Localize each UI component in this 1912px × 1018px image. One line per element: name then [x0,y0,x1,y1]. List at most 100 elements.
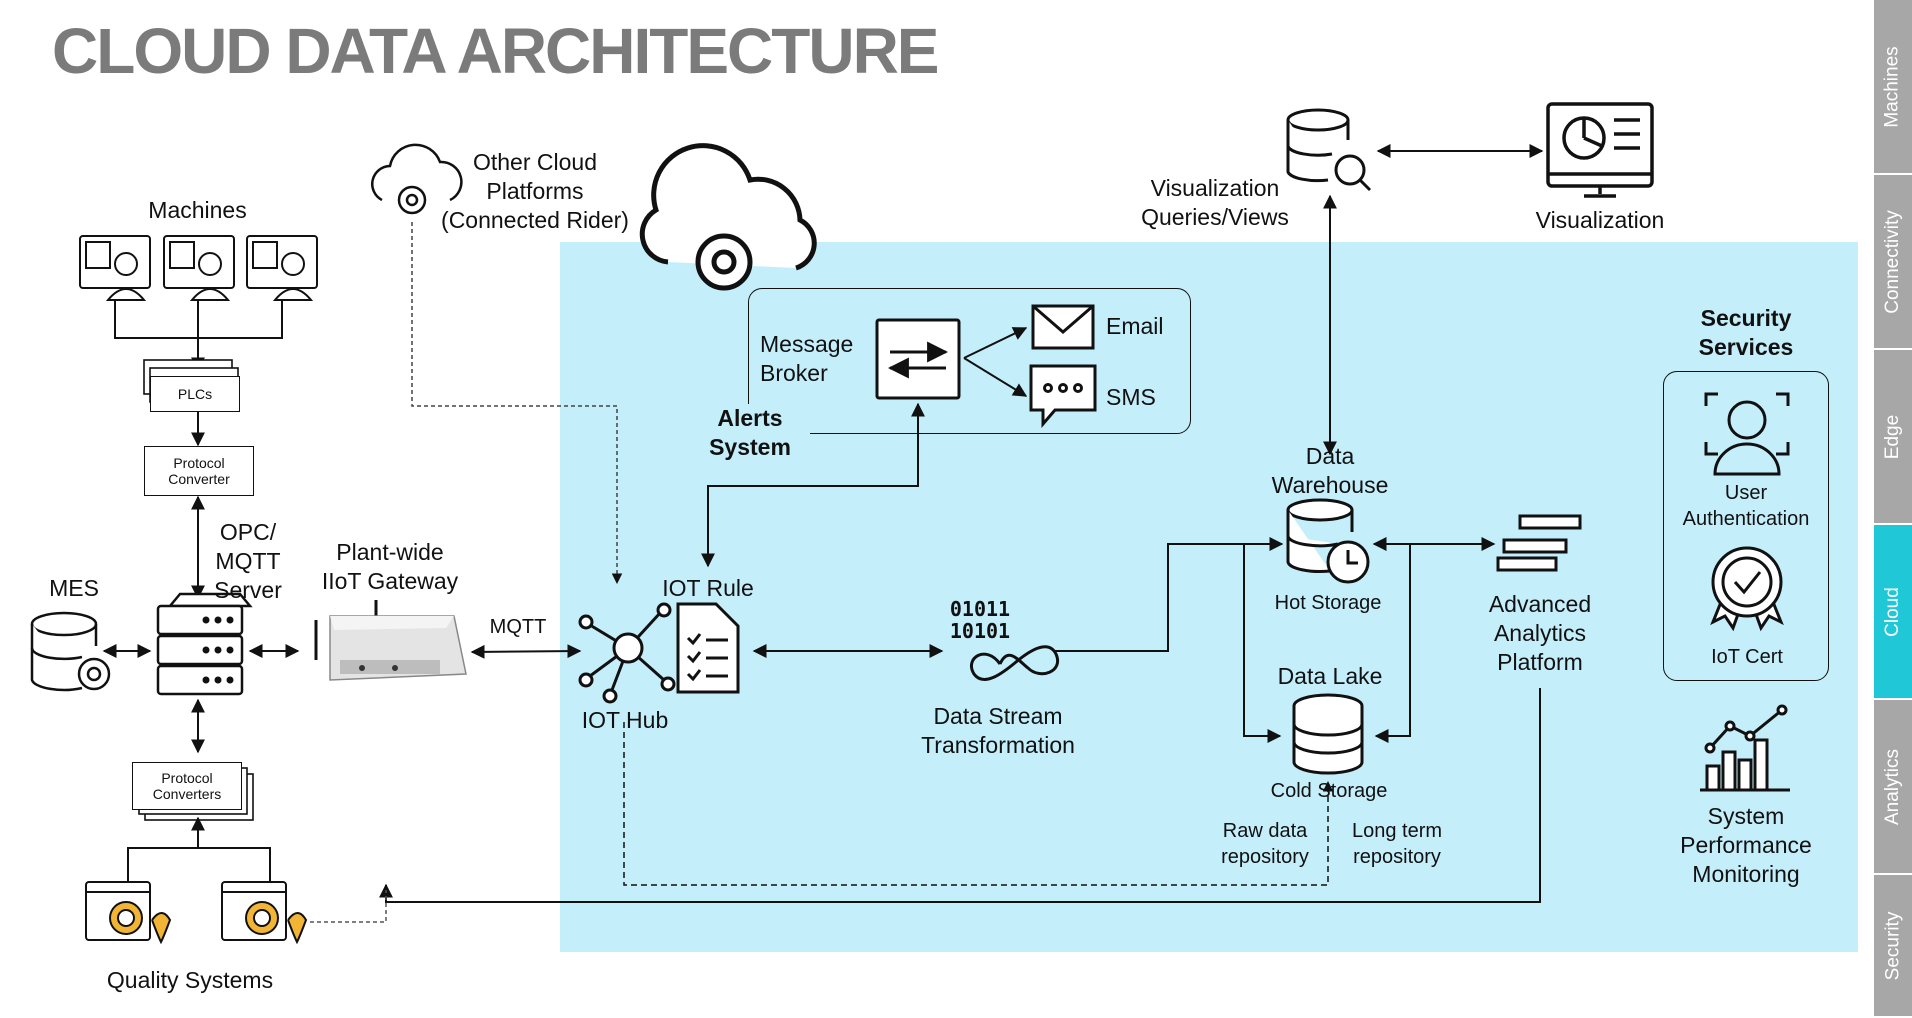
hot-storage-icon [1286,498,1370,584]
system-perf-line2: Performance [1680,832,1812,858]
long-term-label: Long term repository [1334,818,1460,870]
opc-mqtt-line3: Server [214,577,282,603]
gateway-label: Plant-wide IIoT Gateway [306,538,474,596]
email-label: Email [1106,313,1164,339]
security-services-line1: Security [1700,305,1792,331]
sms-icon [1029,364,1097,429]
protocol-converter-line1: Protocol [173,455,225,471]
tab-machines[interactable]: Machines [1874,0,1912,175]
tab-analytics[interactable]: Analytics [1874,700,1912,875]
raw-data-line2: repository [1221,846,1309,868]
server-icon [156,592,253,696]
data-stream-line2: Transformation [921,732,1075,758]
data-stream-line1: Data Stream [933,703,1063,729]
other-cloud-label: Other Cloud Platforms (Connected Rider) [430,148,640,235]
protocol-converters-line2: Converters [152,786,222,802]
data-lake-label: Data Lake [1277,663,1383,689]
cold-storage-icon [1292,693,1364,775]
advanced-analytics-line1: Advanced [1488,591,1592,617]
visualization-label: Visualization [1535,207,1665,233]
advanced-analytics-line3: Platform [1497,649,1583,675]
system-perf-line1: System [1707,803,1785,829]
opc-mqtt-line1: OPC/ [219,519,277,545]
security-services-box [1663,371,1829,681]
security-services-line2: Services [1698,334,1794,360]
advanced-analytics-line2: Analytics [1493,620,1587,646]
long-term-line2: repository [1353,846,1441,868]
iot-hub-label: IOT Hub [581,707,669,733]
section-sidebar: Machines Connectivity Edge Cloud Analyti… [1874,0,1912,1018]
system-perf-line3: Monitoring [1692,861,1800,887]
user-auth-line1: User [1724,482,1768,504]
analytics-platform-icon [1496,514,1582,572]
opc-mqtt-label: OPC/ MQTT Server [196,518,300,605]
machines-label: Machines [148,197,247,223]
mes-label: MES [49,575,99,601]
message-broker-line1: Message [760,331,854,357]
protocol-converter-line2: Converter [168,471,230,487]
other-cloud-line2: Platforms [486,178,584,204]
performance-chart-icon [1700,704,1790,792]
viz-queries-label: Visualization Queries/Views [1126,174,1304,232]
raw-data-label: Raw data repository [1200,818,1330,870]
cloud-region [560,242,1858,952]
protocol-converter-box: Protocol Converter [144,446,254,496]
user-authentication-icon [1704,392,1790,476]
system-performance-label: System Performance Monitoring [1656,802,1836,889]
tab-edge[interactable]: Edge [1874,350,1912,525]
message-broker-line2: Broker [760,360,828,386]
gateway-line2: IIoT Gateway [321,568,459,594]
data-warehouse-line2: Warehouse [1271,472,1389,498]
tab-connectivity[interactable]: Connectivity [1874,175,1912,350]
user-auth-label: User Authentication [1666,480,1826,532]
tab-cloud[interactable]: Cloud [1874,525,1912,700]
cloud-gear-small-icon [371,143,463,215]
viz-queries-line1: Visualization [1150,175,1280,201]
iot-rule-icon [676,602,740,694]
data-stream-icon [970,645,1060,681]
certificate-badge-icon [1710,546,1784,632]
quality-systems-label: Quality Systems [106,967,274,993]
plcs-box: PLCs [150,376,240,412]
data-warehouse-label: Data Warehouse [1260,442,1400,500]
alerts-system-line2: System [709,434,791,460]
binary-data-label: 01011 10101 [940,598,1020,642]
sms-label: SMS [1106,384,1156,410]
message-broker-label: Message Broker [760,330,870,388]
tab-security[interactable]: Security [1874,875,1912,1018]
iot-cert-label: IoT Cert [1711,646,1783,668]
alerts-system-box [748,288,1191,434]
iot-hub-icon [578,602,676,704]
raw-data-line1: Raw data [1222,820,1308,842]
cloud-gear-icon [639,143,817,291]
binary-line2: 10101 [949,619,1011,643]
binary-line1: 01011 [949,597,1011,621]
long-term-line1: Long term [1351,820,1443,842]
machine-operator-icon [79,235,318,301]
database-gear-icon [30,611,111,692]
security-services-label: Security Services [1680,304,1812,362]
data-warehouse-line1: Data [1305,443,1355,469]
user-auth-line2: Authentication [1682,508,1810,530]
advanced-analytics-label: Advanced Analytics Platform [1466,590,1614,677]
database-search-icon [1286,108,1372,192]
message-broker-icon [875,318,961,400]
gateway-line1: Plant-wide [336,539,444,565]
email-icon [1031,304,1095,350]
plcs-label: PLCs [177,386,213,402]
viz-queries-line2: Queries/Views [1141,204,1289,230]
opc-mqtt-line2: MQTT [215,548,281,574]
visualization-monitor-icon [1546,102,1654,198]
alerts-system-line1: Alerts [717,405,783,431]
other-cloud-line3: (Connected Rider) [441,207,629,233]
iot-rule-label: IOT Rule [662,575,754,601]
protocol-converters-box: Protocol Converters [132,762,242,810]
page-title: CLOUD DATA ARCHITECTURE [52,15,939,87]
cold-storage-label: Cold Storage [1270,780,1388,802]
quality-inspection-icon [85,881,308,945]
alerts-system-label: Alerts System [690,404,810,462]
iiot-gateway-icon [314,600,467,681]
data-stream-label: Data Stream Transformation [900,702,1096,760]
other-cloud-line1: Other Cloud [472,149,597,175]
